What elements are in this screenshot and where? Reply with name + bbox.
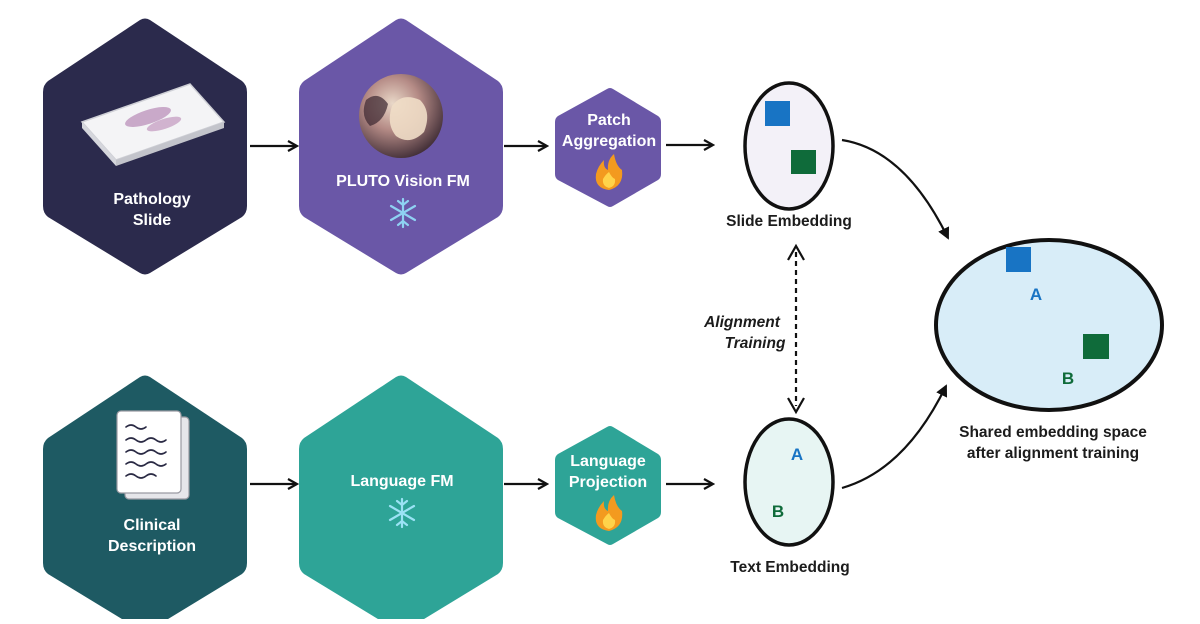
pathology-slide-node: Pathology Slide [43, 18, 247, 275]
pluto-planet-icon [359, 74, 443, 158]
fire-icon [595, 495, 623, 531]
text-embedding: A B Text Embedding [730, 417, 850, 576]
patch-aggregation-label-2: Aggregation [562, 133, 656, 150]
clinical-description-node: Clinical Description [43, 375, 247, 624]
language-projection-label-1: Language [570, 453, 646, 470]
glass-slide-icon [80, 83, 226, 166]
text-embedding-label-a: A [791, 445, 803, 464]
shared-marker-blue [1006, 247, 1031, 272]
language-projection-hexagon [555, 426, 661, 545]
pluto-vision-fm-node: PLUTO Vision FM [299, 18, 503, 275]
pluto-label: PLUTO Vision FM [336, 173, 470, 190]
alignment-label-2: Training [725, 335, 786, 352]
shared-embedding-ellipse [934, 238, 1164, 412]
text-embedding-ellipse [743, 417, 835, 547]
shared-caption-2: after alignment training [967, 445, 1139, 462]
slide-embedding-marker-green [791, 150, 816, 174]
text-embedding-label-b: B [772, 502, 784, 521]
frozen-snowflake-icon [389, 197, 417, 229]
slide-embedding: Slide Embedding [726, 81, 852, 230]
patch-aggregation-hexagon [555, 88, 661, 207]
clinical-description-label-1: Clinical [124, 517, 181, 534]
clinical-description-hexagon [43, 375, 247, 624]
language-fm-node: Language FM [299, 375, 503, 624]
alignment-training-connector: Alignment Training [703, 243, 805, 415]
slide-embedding-marker-blue [765, 101, 790, 126]
language-fm-label: Language FM [350, 473, 453, 490]
alignment-label-1: Alignment [703, 314, 781, 331]
text-embedding-label: Text Embedding [730, 559, 849, 576]
slide-embedding-label: Slide Embedding [726, 213, 852, 230]
clinical-description-label-2: Description [108, 538, 196, 555]
language-projection-node: Language Projection [555, 426, 661, 545]
pathology-slide-label-1: Pathology [113, 191, 190, 208]
shared-label-b: B [1062, 369, 1074, 388]
frozen-snowflake-icon [388, 497, 416, 529]
language-fm-hexagon [299, 375, 503, 624]
alignment-arrow-down [787, 397, 805, 415]
fire-icon [595, 154, 623, 190]
document-icon [116, 410, 190, 500]
pathology-slide-label-2: Slide [133, 212, 171, 229]
shared-marker-green [1083, 334, 1109, 359]
shared-label-a: A [1030, 285, 1042, 304]
patch-aggregation-node: Patch Aggregation [555, 88, 661, 207]
alignment-arrow-up [787, 243, 805, 261]
patch-aggregation-label-1: Patch [587, 112, 631, 129]
arrow-slide-to-shared [841, 138, 949, 240]
shared-embedding-space: A B Shared embedding space after alignme… [934, 238, 1164, 462]
arrow-text-to-shared [841, 384, 948, 490]
shared-caption-1: Shared embedding space [959, 424, 1147, 441]
language-projection-label-2: Projection [569, 474, 647, 491]
